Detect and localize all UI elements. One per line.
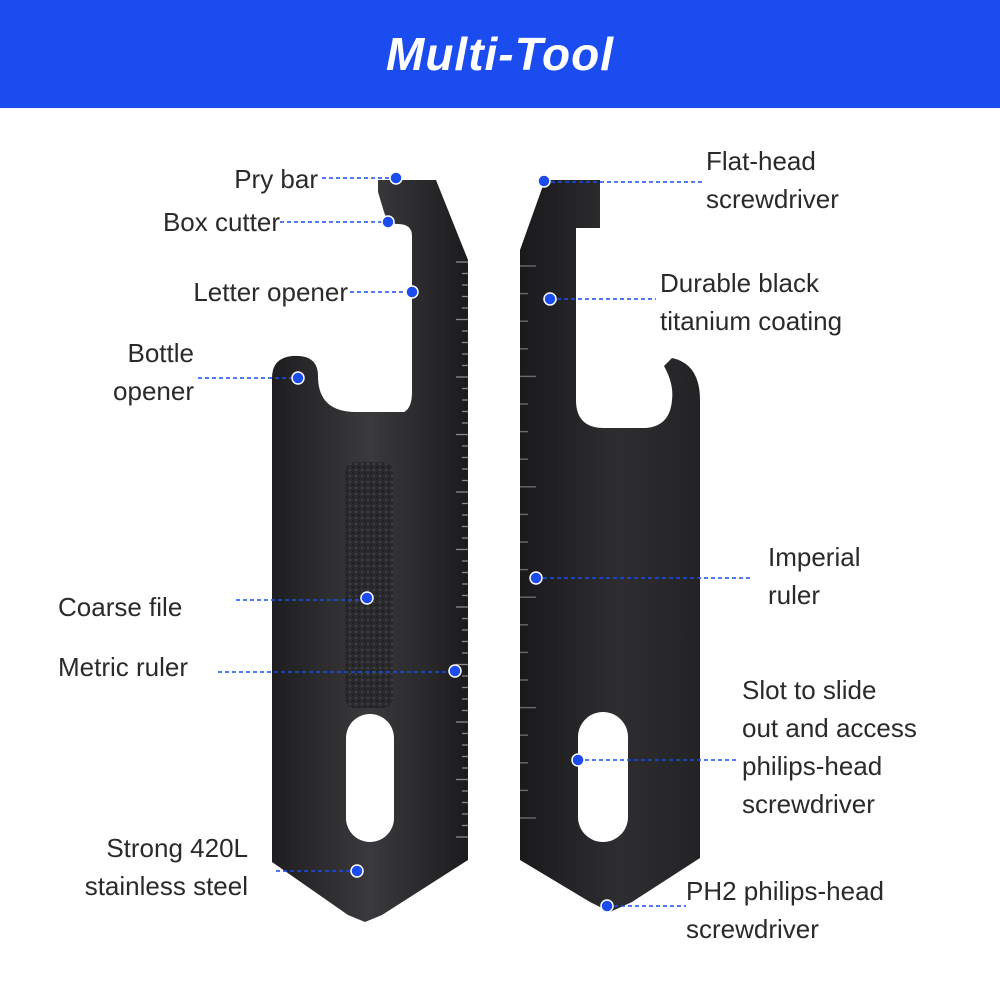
- label-bottle-opener: Bottle opener: [113, 338, 194, 406]
- metric-ruler-dot: [448, 664, 462, 678]
- label-steel: Strong 420L stainless steel: [84, 833, 248, 901]
- ph2-dot: [600, 899, 614, 913]
- letter-opener-dot: [405, 285, 419, 299]
- left-tool: [272, 180, 468, 922]
- callout-dots: [291, 171, 614, 913]
- metric-ruler-ticks: [456, 261, 468, 838]
- box-cutter-dot: [381, 215, 395, 229]
- pry-bar-dot: [389, 171, 403, 185]
- label-flat-head: Flat-head screwdriver: [706, 146, 839, 214]
- steel-dot: [350, 864, 364, 878]
- right-tool-body: [520, 180, 700, 912]
- coarse-file-dot: [360, 591, 374, 605]
- label-ph2: PH2 philips-head screwdriver: [686, 876, 885, 944]
- coating-dot: [543, 292, 557, 306]
- label-letter-opener: Letter opener: [193, 277, 348, 307]
- right-slot: [578, 712, 628, 842]
- bottle-opener-dot: [291, 371, 305, 385]
- callouts: [198, 177, 752, 907]
- label-imperial-ruler: Imperial ruler: [768, 542, 861, 610]
- label-metric-ruler: Metric ruler: [58, 652, 189, 682]
- label-coating: Durable black titanium coating: [660, 268, 843, 336]
- label-box-cutter: Box cutter: [162, 207, 280, 237]
- label-coarse-file: Coarse file: [58, 592, 183, 622]
- label-slot: Slot to slide out and access philips-hea…: [742, 675, 917, 819]
- imperial-ruler-ticks: [520, 265, 536, 819]
- left-slot: [346, 714, 394, 842]
- flat-head-dot: [537, 174, 551, 188]
- imperial-ruler-dot: [529, 571, 543, 585]
- title-banner: Multi-Tool: [0, 0, 1000, 108]
- slot-dot: [571, 753, 585, 767]
- page-title: Multi-Tool: [386, 28, 614, 80]
- right-tool: [520, 180, 700, 912]
- coarse-file-texture: [345, 462, 393, 708]
- label-pry-bar: Pry bar: [234, 164, 318, 194]
